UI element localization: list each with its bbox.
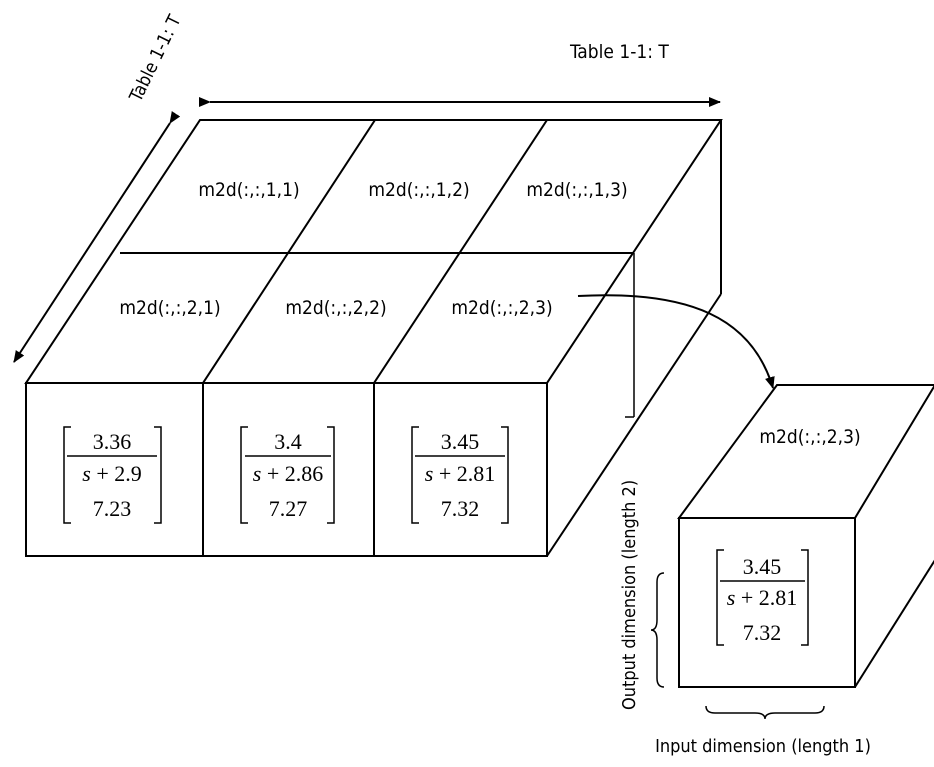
front-cell-2: 3.4 s + 2.86 7.27 [240,426,335,524]
extracted-cube [677,384,934,688]
extracted-front-face [678,517,856,688]
numerator: 3.36 [93,429,132,454]
diagonal-dimension-arrow [13,111,181,363]
output-dimension-label: Output dimension (length 2) [619,480,640,710]
cell-label-2-1: m2d(:,:,2,1) [119,297,220,319]
right-bracket [154,426,162,524]
front-cell-3: 3.45 s + 2.81 7.32 [411,426,509,524]
cell-label-1-3: m2d(:,:,1,3) [526,179,627,201]
right-face-edge-bottom [546,293,722,557]
top-face-column-line-1 [202,119,376,384]
cell-label-1-2: m2d(:,:,1,2) [368,179,469,201]
numerator: 3.45 [743,554,782,579]
bottom-value: 7.32 [743,620,782,645]
extraction-arrow [577,294,775,389]
extracted-label: m2d(:,:,2,3) [759,426,860,448]
cell-label-2-2: m2d(:,:,2,2) [285,297,386,319]
right-bracket [801,549,809,646]
numerator: 3.4 [274,429,302,454]
left-bracket [240,426,248,524]
denominator: s + 2.81 [727,585,797,610]
numerator: 3.45 [441,429,480,454]
cell-label-1-1: m2d(:,:,1,1) [198,179,299,201]
output-dimension-brace [650,572,665,688]
bottom-value: 7.27 [269,496,308,521]
denominator: s + 2.86 [253,461,323,486]
extracted-right-edge [854,559,934,688]
main-block [24,119,723,557]
horizontal-dimension-label: Table 1-1: T [569,41,669,63]
bottom-value: 7.23 [93,496,132,521]
front-cell-1: 3.36 s + 2.9 7.23 [63,426,162,524]
front-face [25,382,548,557]
top-face-column-line-2 [373,119,548,384]
denominator: s + 2.9 [82,461,141,486]
left-bracket [63,426,71,524]
right-bracket [327,426,335,524]
cell-label-2-3: m2d(:,:,2,3) [451,297,552,319]
top-face [24,119,723,384]
input-dimension-brace [705,705,825,720]
left-bracket [716,549,724,646]
input-dimension-label: Input dimension (length 1) [655,736,871,757]
extracted-top-face [677,384,934,519]
bottom-value: 7.32 [441,496,480,521]
left-bracket [411,426,419,524]
diagonal-dimension-label: Table 1-1: T [125,12,185,106]
right-bracket [501,426,509,524]
denominator: s + 2.81 [425,461,495,486]
extracted-matrix: 3.45 s + 2.81 7.32 [716,549,809,646]
